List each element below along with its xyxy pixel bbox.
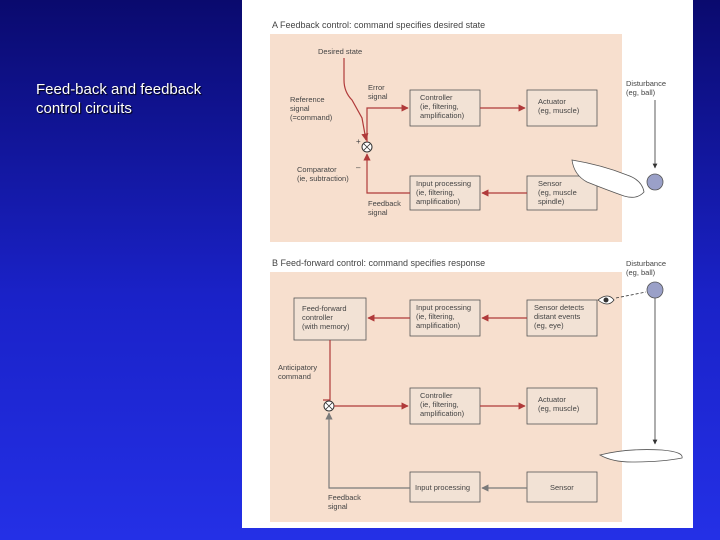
feedback-arrow-a — [363, 153, 410, 194]
comparator-label-1: Comparator — [297, 165, 337, 174]
slide-title-line-1: Feed-back and feedback — [36, 81, 202, 98]
panel-a-background — [270, 34, 622, 242]
feedback-arrow-b — [325, 412, 410, 489]
ball-icon-a — [646, 173, 664, 191]
disturbance-b-label-1: Disturbance — [626, 259, 666, 268]
actuator-a-label-2: (eg, muscle) — [538, 106, 580, 115]
sensor-box-a — [526, 175, 598, 211]
hand-icon-b — [598, 449, 683, 463]
hand-icon-a — [571, 159, 645, 198]
control-diagram-figure: A Feedback control: command specifies de… — [242, 0, 693, 528]
feed-forward-controller-box — [293, 297, 367, 341]
feedback-b-label-1: Feedback — [328, 493, 361, 502]
ff-controller-label-2: controller — [302, 313, 333, 322]
controller-b-label-1: Controller — [420, 391, 453, 400]
feedback-a-label-1: Feedback — [368, 199, 401, 208]
input-processing-a-label-1: Input processing — [416, 179, 471, 188]
slide-title-line-2: control circuits — [36, 100, 132, 117]
sensor-a-label-3: spindle) — [538, 197, 565, 206]
actuator-b-label-1: Actuator — [538, 395, 566, 404]
disturbance-a-label-2: (eg, ball) — [626, 88, 656, 97]
sensor-a-label-2: (eg, muscle — [538, 188, 577, 197]
panel-a-heading: A Feedback control: command specifies de… — [272, 20, 485, 30]
anticipatory-command-line — [323, 340, 331, 401]
controller-box-a — [409, 89, 481, 127]
input-processing-b-label-1: Input processing — [416, 303, 471, 312]
reference-signal-label-2: signal — [290, 104, 310, 113]
panel-b-heading: B Feed-forward control: command specifie… — [272, 258, 485, 268]
input-processing-box-b2 — [409, 471, 481, 503]
controller-b-label-2: (ie, filtering, — [420, 400, 459, 409]
reference-signal-label-3: (=command) — [290, 113, 333, 122]
error-signal-label-1: Error — [368, 83, 385, 92]
sensor-detects-box — [526, 299, 598, 337]
line-of-sight-dashed — [615, 291, 647, 299]
sensor-box-b — [526, 471, 598, 503]
controller-a-label-2: (ie, filtering, — [420, 102, 459, 111]
sensor-a-label-1: Sensor — [538, 179, 562, 188]
sensor-detects-label-2: distant events — [534, 312, 581, 321]
input-processing-b2-label: Input processing — [415, 483, 470, 492]
controller-a-label-3: amplification) — [420, 111, 465, 120]
ff-controller-label-1: Feed-forward — [302, 304, 347, 313]
desired-state-label: Desired state — [318, 47, 362, 56]
plus-sign: + — [356, 137, 361, 146]
input-processing-b-label-2: (ie, filtering, — [416, 312, 455, 321]
actuator-a-label-1: Actuator — [538, 97, 566, 106]
input-processing-a-label-2: (ie, filtering, — [416, 188, 455, 197]
anticipatory-label-1: Anticipatory — [278, 363, 317, 372]
input-processing-b-label-3: amplification) — [416, 321, 461, 330]
feedback-b-label-2: signal — [328, 502, 348, 511]
eye-pupil-icon — [603, 297, 609, 303]
anticipatory-label-2: command — [278, 372, 311, 381]
actuator-box-a — [526, 89, 598, 127]
reference-signal-label-1: Reference — [290, 95, 325, 104]
ff-controller-label-3: (with memory) — [302, 322, 350, 331]
error-signal-label-2: signal — [368, 92, 388, 101]
slide-title: Feed-back and feedback control circuits — [36, 80, 246, 118]
disturbance-a-label-1: Disturbance — [626, 79, 666, 88]
comparator-cross-a — [363, 143, 371, 151]
feedback-a-label-2: signal — [368, 208, 388, 217]
comparator-label-2: (ie, subtraction) — [297, 174, 349, 183]
comparator-cross-b — [325, 402, 333, 410]
input-processing-box-a — [409, 175, 481, 211]
ball-icon-b — [646, 281, 664, 299]
sensor-detects-label-3: (eg, eye) — [534, 321, 564, 330]
controller-box-b — [409, 387, 481, 425]
input-processing-a-label-3: amplification) — [416, 197, 461, 206]
actuator-box-b — [526, 387, 598, 425]
sensor-detects-label-1: Sensor detects — [534, 303, 584, 312]
desired-state-arrow — [343, 58, 369, 141]
error-signal-arrow — [366, 104, 409, 142]
sensor-b-label: Sensor — [550, 483, 574, 492]
actuator-b-label-2: (eg, muscle) — [538, 404, 580, 413]
minus-sign: – — [356, 163, 361, 172]
controller-b-label-3: amplification) — [420, 409, 465, 418]
disturbance-b-label-2: (eg, ball) — [626, 268, 656, 277]
controller-a-label-1: Controller — [420, 93, 453, 102]
